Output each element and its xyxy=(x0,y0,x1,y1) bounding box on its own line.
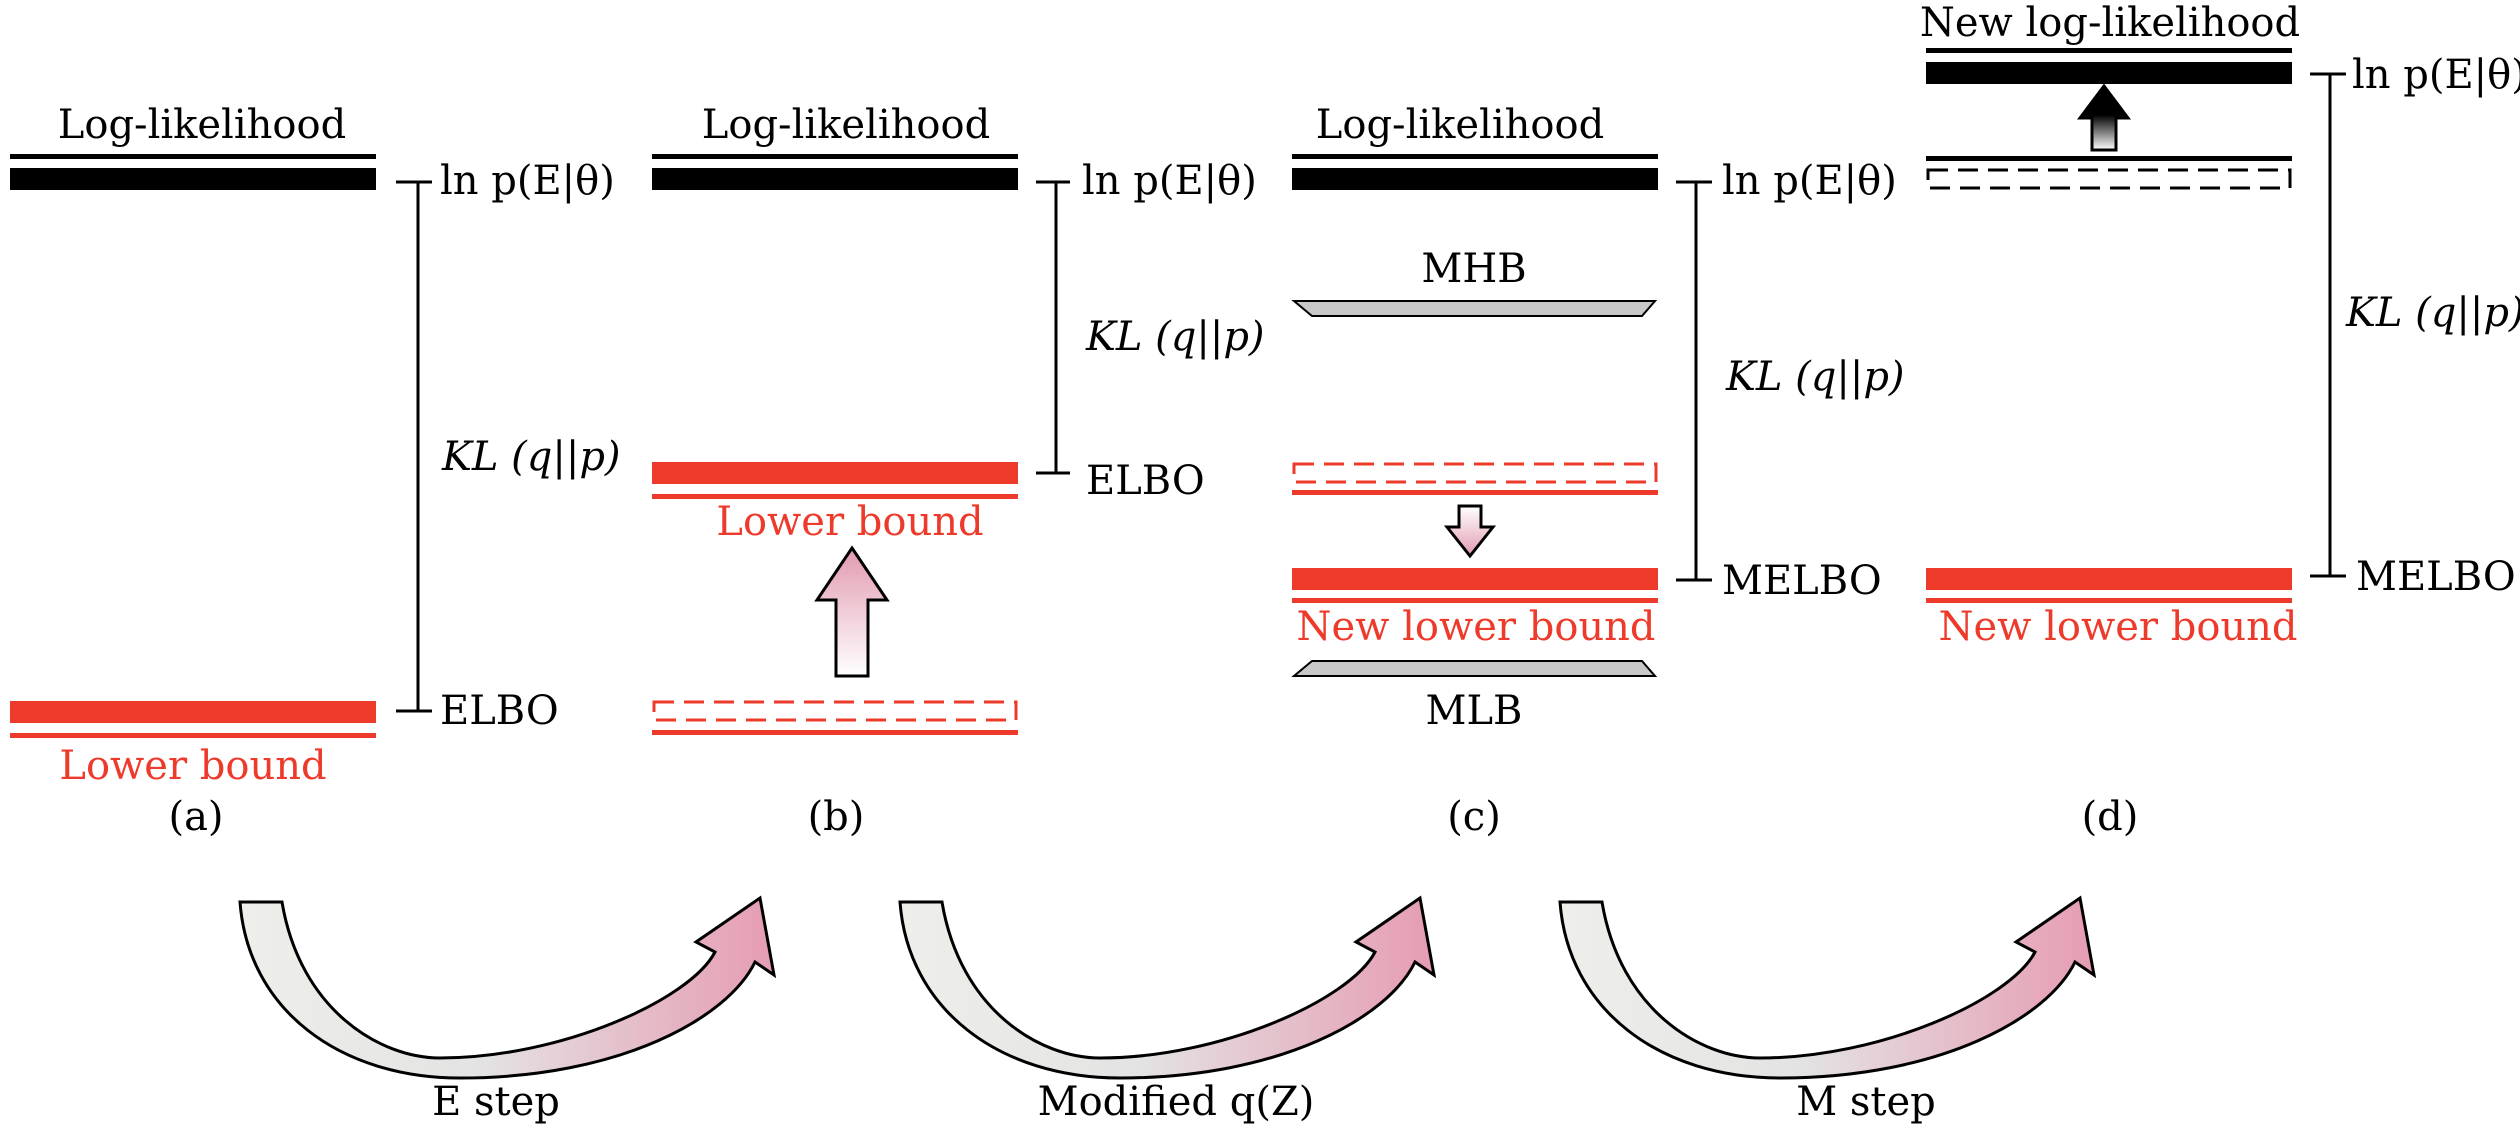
panel-a: Log-likelihood Lower bound (a) ln p(E|θ)… xyxy=(10,102,621,840)
panel-b: Log-likelihood Lower bound (b) ln p(E|θ)… xyxy=(652,102,1265,840)
panel-c-mlb-label: MLB xyxy=(1426,688,1523,734)
up-arrow-small xyxy=(2077,83,2131,152)
lower-bound-thin-line xyxy=(10,733,376,738)
panel-c-bound-label: New lower bound xyxy=(1296,604,1655,650)
old-log-likelihood-thin-line xyxy=(1926,156,2292,161)
up-arrow xyxy=(814,545,890,678)
down-arrow xyxy=(1443,504,1497,559)
panel-c-right-bottom-label: MELBO xyxy=(1722,558,1882,604)
curved-arrow-e-step xyxy=(238,895,777,1080)
panel-a-title: Log-likelihood xyxy=(58,102,346,148)
log-likelihood-thin-line xyxy=(1292,154,1658,159)
panel-a-caption: (a) xyxy=(168,794,223,840)
modified-step-label: Modified q(Z) xyxy=(1038,1079,1315,1125)
old-log-likelihood-dashed xyxy=(1926,168,2292,190)
m-step-arrow-group: M step xyxy=(1558,895,2097,1125)
new-lower-bound-thin-line xyxy=(1292,598,1658,603)
log-likelihood-bar xyxy=(1292,168,1658,190)
log-likelihood-bar xyxy=(652,168,1018,190)
panel-d-right-top-label: ln p(E|θ) xyxy=(2352,52,2520,98)
new-log-likelihood-thin-line xyxy=(1926,48,2292,53)
curved-arrow-m-step xyxy=(1558,895,2097,1080)
panel-b-title: Log-likelihood xyxy=(702,102,990,148)
panel-a-bound-label: Lower bound xyxy=(59,743,326,789)
new-lower-bound-bar xyxy=(1926,568,2292,590)
panel-c: Log-likelihood MHB New lower bound MLB (… xyxy=(1291,102,1905,840)
old-lower-bound-dashed xyxy=(652,700,1018,722)
panel-c-right-top-label: ln p(E|θ) xyxy=(1722,158,1897,204)
log-likelihood-thin-line xyxy=(10,154,376,159)
panel-d-caption: (d) xyxy=(2082,794,2139,840)
panel-a-right-bottom-label: ELBO xyxy=(440,688,559,734)
log-likelihood-thin-line xyxy=(652,154,1018,159)
panel-c-title: Log-likelihood xyxy=(1316,102,1604,148)
curved-arrow-modified xyxy=(898,895,1437,1080)
panel-a-right-top-label: ln p(E|θ) xyxy=(440,158,615,204)
m-step-label: M step xyxy=(1796,1079,1936,1125)
panel-c-caption: (c) xyxy=(1447,794,1501,840)
panel-d: New log-likelihood New lower bound (d) l… xyxy=(1920,0,2520,840)
panel-c-kl-label: KL (q||p) xyxy=(1725,354,1905,400)
modified-step-arrow-group: Modified q(Z) xyxy=(898,895,1437,1125)
lower-bound-bar xyxy=(652,462,1018,484)
panel-a-kl-label: KL (q||p) xyxy=(441,434,621,480)
old-lower-bound-thin-line xyxy=(652,730,1018,735)
e-step-label: E step xyxy=(432,1079,560,1125)
panel-b-bound-label: Lower bound xyxy=(716,499,983,545)
new-lower-bound-bar xyxy=(1292,568,1658,590)
panel-d-title: New log-likelihood xyxy=(1920,0,2300,46)
e-step-arrow-group: E step xyxy=(238,895,777,1125)
old-lower-bound-dashed xyxy=(1292,462,1658,484)
mhb-trapezoid xyxy=(1291,300,1658,317)
lower-bound-thin-line xyxy=(652,494,1018,499)
new-log-likelihood-bar xyxy=(1926,62,2292,84)
lower-bound-bar xyxy=(10,701,376,723)
panel-d-right-bottom-label: MELBO xyxy=(2356,554,2516,600)
mlb-trapezoid xyxy=(1291,660,1658,677)
old-lower-bound-thin-line xyxy=(1292,490,1658,495)
panel-b-caption: (b) xyxy=(808,794,865,840)
panel-c-mhb-label: MHB xyxy=(1421,246,1526,292)
panel-b-kl-label: KL (q||p) xyxy=(1085,314,1265,360)
panel-d-bound-label: New lower bound xyxy=(1938,604,2297,650)
panel-b-right-bottom-label: ELBO xyxy=(1086,458,1205,504)
panel-d-kl-label: KL (q||p) xyxy=(2345,290,2520,336)
new-lower-bound-thin-line xyxy=(1926,598,2292,603)
panel-b-right-top-label: ln p(E|θ) xyxy=(1082,158,1257,204)
log-likelihood-bar xyxy=(10,168,376,190)
